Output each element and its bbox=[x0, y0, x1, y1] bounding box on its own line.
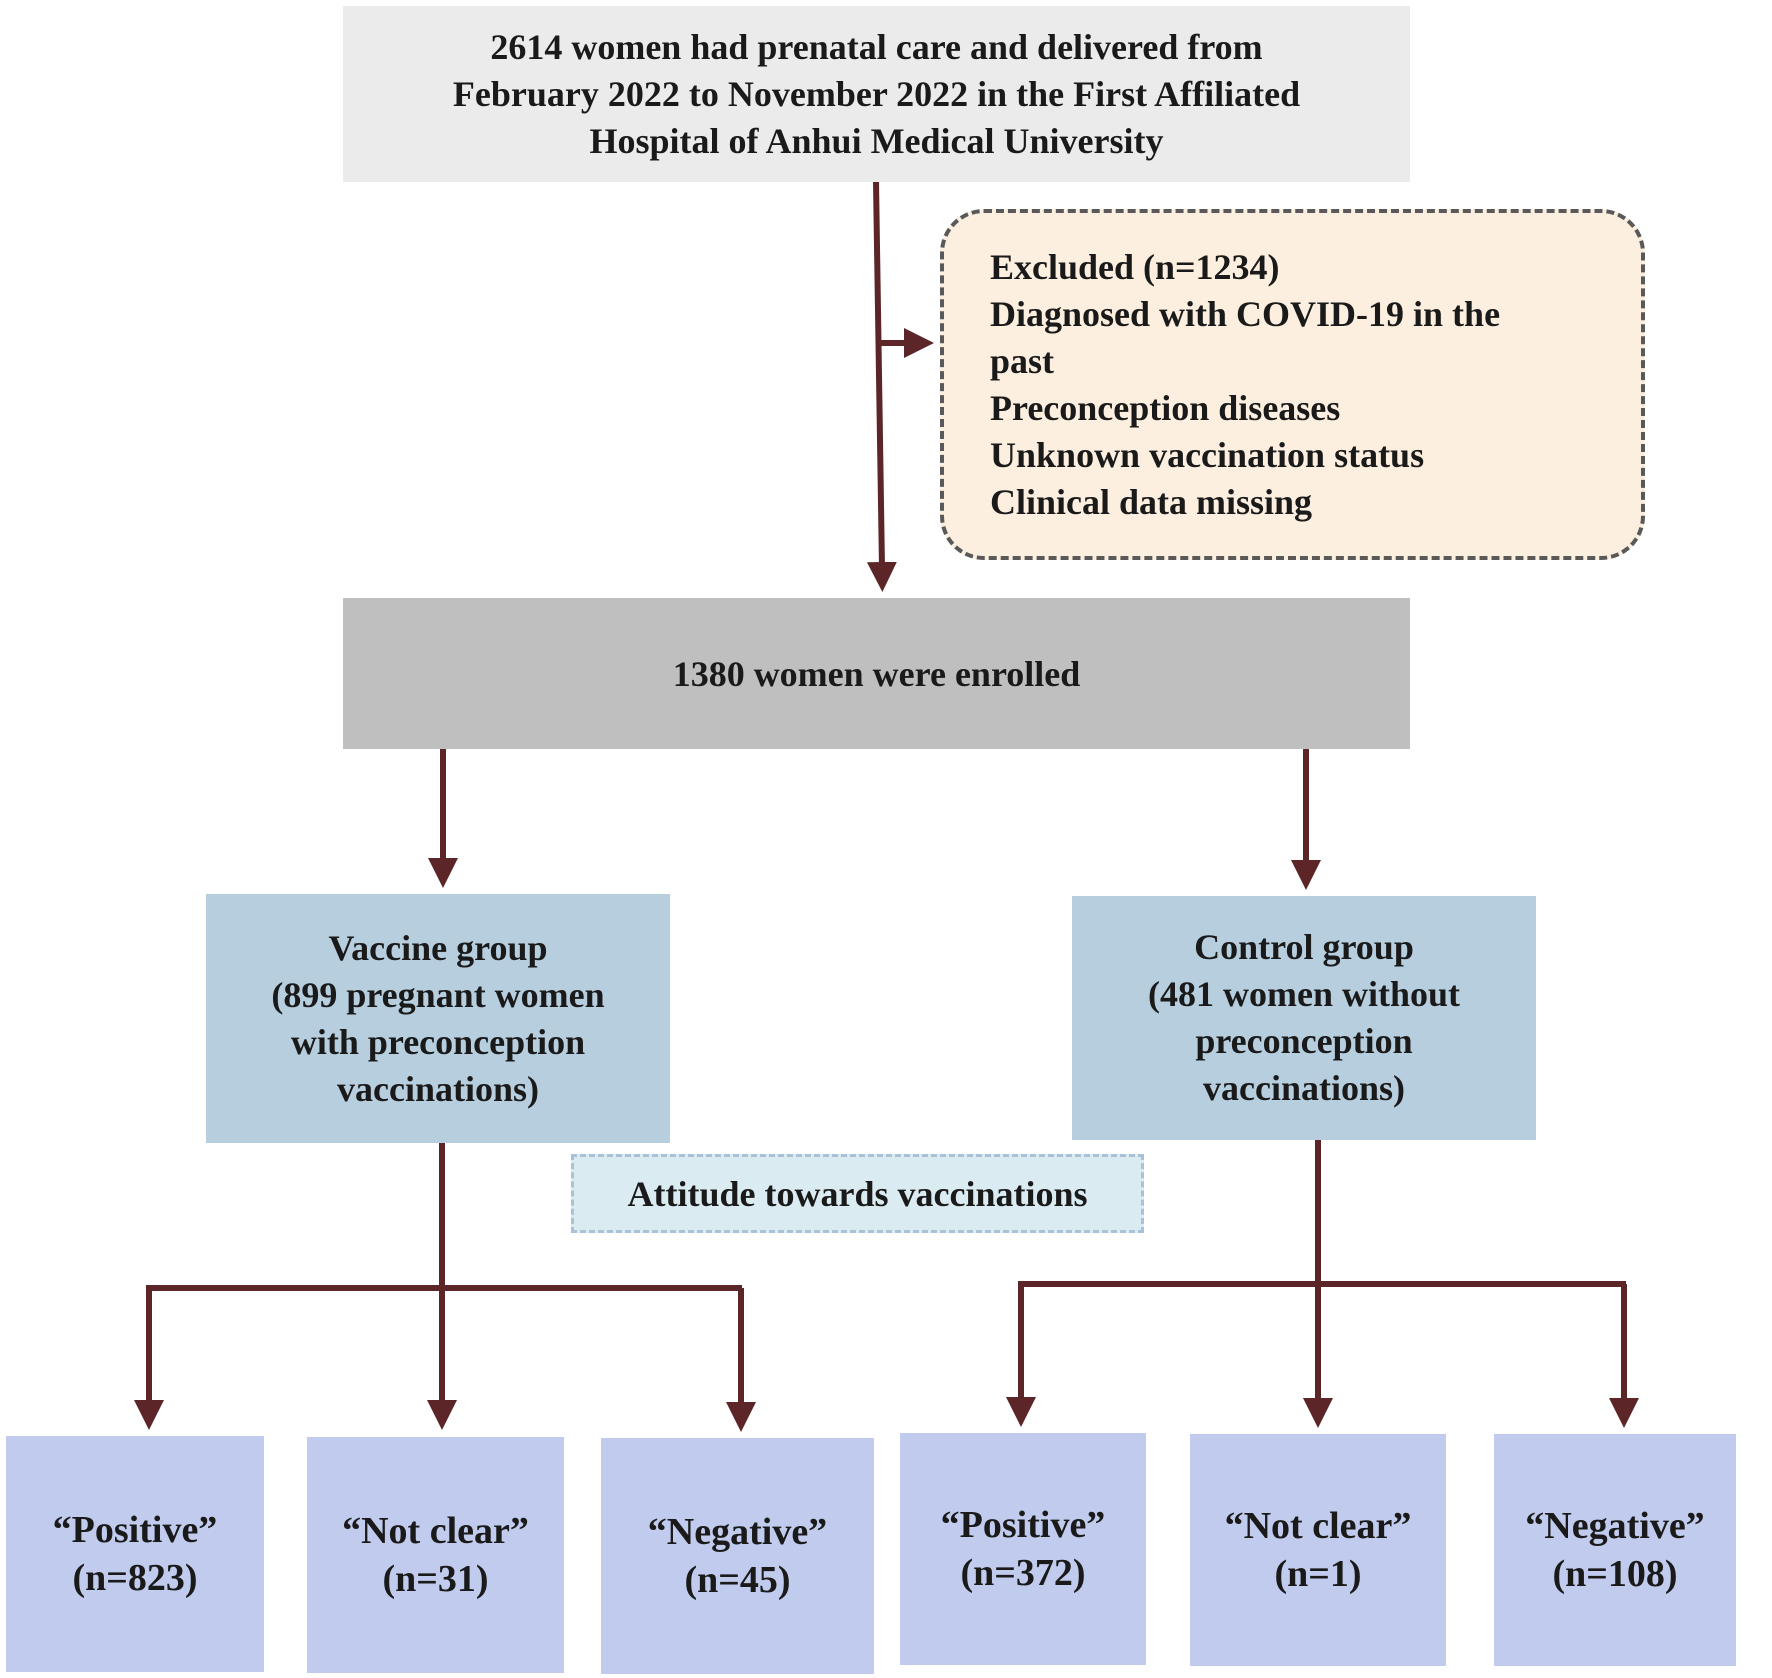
attitude-label-box: Attitude towards vaccinations bbox=[571, 1154, 1144, 1233]
vaccine-positive-box: “Positive” (n=823) bbox=[6, 1436, 264, 1672]
vaccine-group-desc: vaccinations) bbox=[337, 1068, 539, 1109]
outcome-label: “Positive” bbox=[940, 1504, 1106, 1546]
control-group-title: Control group bbox=[1194, 927, 1414, 967]
control-group-box: Control group (481 women without preconc… bbox=[1072, 896, 1536, 1140]
vaccine-negative-box: “Negative” (n=45) bbox=[601, 1438, 874, 1674]
excluded-reason: past bbox=[990, 340, 1055, 381]
outcome-label: “Negative” bbox=[647, 1511, 828, 1553]
outcome-label: “Not clear” bbox=[342, 1510, 529, 1552]
vaccine-group-desc: (899 pregnant women bbox=[271, 974, 605, 1015]
outcome-count: (n=108) bbox=[1552, 1553, 1678, 1595]
control-group-desc: vaccinations) bbox=[1203, 1068, 1405, 1108]
vaccine-group-desc: with preconception bbox=[290, 1021, 586, 1062]
vaccine-group-title: Vaccine group bbox=[328, 927, 548, 968]
outcome-count: (n=823) bbox=[72, 1557, 198, 1599]
outcome-count: (n=372) bbox=[960, 1552, 1086, 1594]
source-population-line: 2614 women had prenatal care and deliver… bbox=[490, 26, 1263, 67]
source-population-box: 2614 women had prenatal care and deliver… bbox=[343, 6, 1410, 182]
outcome-count: (n=1) bbox=[1274, 1553, 1362, 1595]
outcome-count: (n=31) bbox=[382, 1558, 489, 1600]
excluded-box: Excluded (n=1234) Diagnosed with COVID-1… bbox=[940, 209, 1645, 560]
control-group-desc: preconception bbox=[1195, 1021, 1413, 1061]
vaccine-notclear-box: “Not clear” (n=31) bbox=[307, 1437, 564, 1673]
excluded-reason: Diagnosed with COVID-19 in the bbox=[990, 293, 1501, 334]
excluded-reason: Clinical data missing bbox=[990, 481, 1313, 522]
excluded-title: Excluded (n=1234) bbox=[990, 246, 1280, 287]
attitude-label: Attitude towards vaccinations bbox=[627, 1173, 1088, 1214]
outcome-label: “Not clear” bbox=[1224, 1505, 1412, 1547]
source-population-line: Hospital of Anhui Medical University bbox=[589, 120, 1164, 161]
control-group-desc: (481 women without bbox=[1148, 974, 1460, 1014]
control-positive-box: “Positive” (n=372) bbox=[900, 1433, 1146, 1665]
control-negative-box: “Negative” (n=108) bbox=[1494, 1434, 1736, 1666]
vaccine-group-box: Vaccine group (899 pregnant women with p… bbox=[206, 894, 670, 1143]
arrow-top-to-enrolled bbox=[866, 181, 897, 592]
enrolled-label: 1380 women were enrolled bbox=[672, 653, 1081, 694]
source-population-line: February 2022 to November 2022 in the Fi… bbox=[452, 73, 1301, 114]
outcome-label: “Positive” bbox=[52, 1509, 218, 1551]
outcome-count: (n=45) bbox=[684, 1559, 791, 1601]
enrolled-box: 1380 women were enrolled bbox=[343, 598, 1410, 749]
outcome-label: “Negative” bbox=[1525, 1505, 1705, 1547]
excluded-reason: Unknown vaccination status bbox=[990, 434, 1425, 475]
excluded-reason: Preconception diseases bbox=[990, 387, 1341, 428]
control-notclear-box: “Not clear” (n=1) bbox=[1190, 1434, 1446, 1666]
